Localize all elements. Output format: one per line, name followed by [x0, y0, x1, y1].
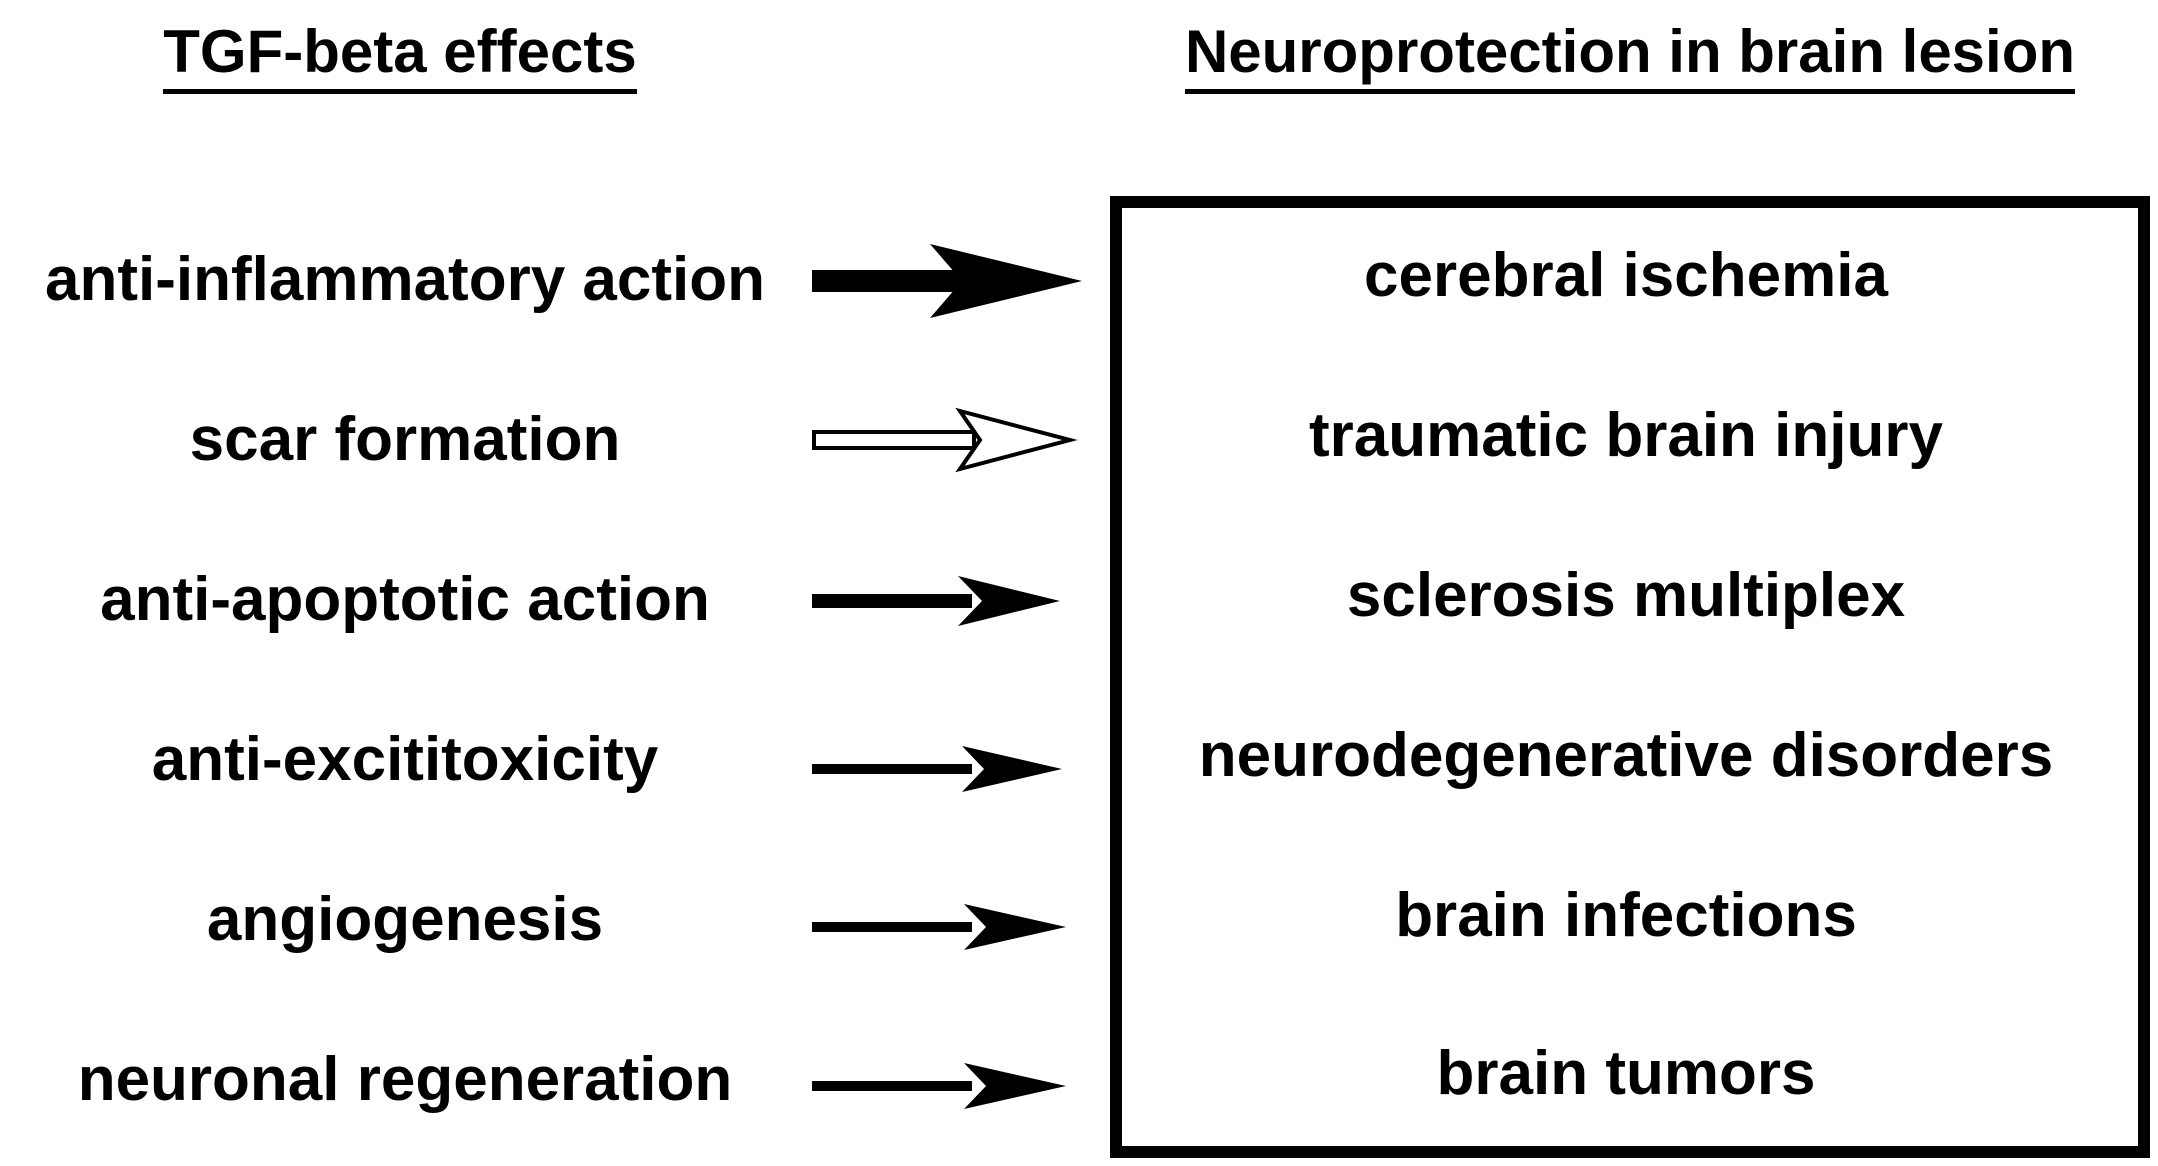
arrow-neuronal-regeneration	[812, 1063, 1066, 1109]
effect-angiogenesis: angiogenesis	[206, 885, 604, 954]
lesion-box	[1110, 196, 2150, 1158]
lesions-heading: Neuroprotection in brain lesion	[1110, 14, 2150, 94]
lesion-brain-infections: brain infections	[1395, 881, 1857, 950]
effects-heading: TGF-beta effects	[130, 14, 670, 94]
lesion-cerebral-ischemia: cerebral ischemia	[1364, 241, 1888, 310]
effect-anti-inflammatory: anti-inflammatory action	[45, 245, 765, 314]
lesion-neurodegenerative-disorders: neurodegenerative disorders	[1198, 721, 2054, 790]
lesion-sclerosis-multiplex: sclerosis multiplex	[1346, 561, 1906, 630]
effect-scar-formation: scar formation	[189, 405, 621, 474]
arrow-anti-excititoxicity	[812, 746, 1062, 792]
effect-neuronal-regeneration: neuronal regeneration	[77, 1045, 733, 1114]
effect-anti-apoptotic: anti-apoptotic action	[100, 565, 710, 634]
effects-heading-text: TGF-beta effects	[163, 15, 637, 94]
lesions-heading-text: Neuroprotection in brain lesion	[1184, 15, 2076, 94]
arrow-anti-inflammatory	[812, 244, 1082, 318]
arrow-angiogenesis	[812, 904, 1066, 950]
arrow-scar-formation	[812, 407, 1078, 473]
lesion-traumatic-brain-injury: traumatic brain injury	[1309, 401, 1943, 470]
arrow-anti-apoptotic	[812, 576, 1060, 626]
lesion-brain-tumors: brain tumors	[1436, 1039, 1816, 1108]
effect-anti-excititoxicity: anti-excititoxicity	[151, 725, 659, 794]
